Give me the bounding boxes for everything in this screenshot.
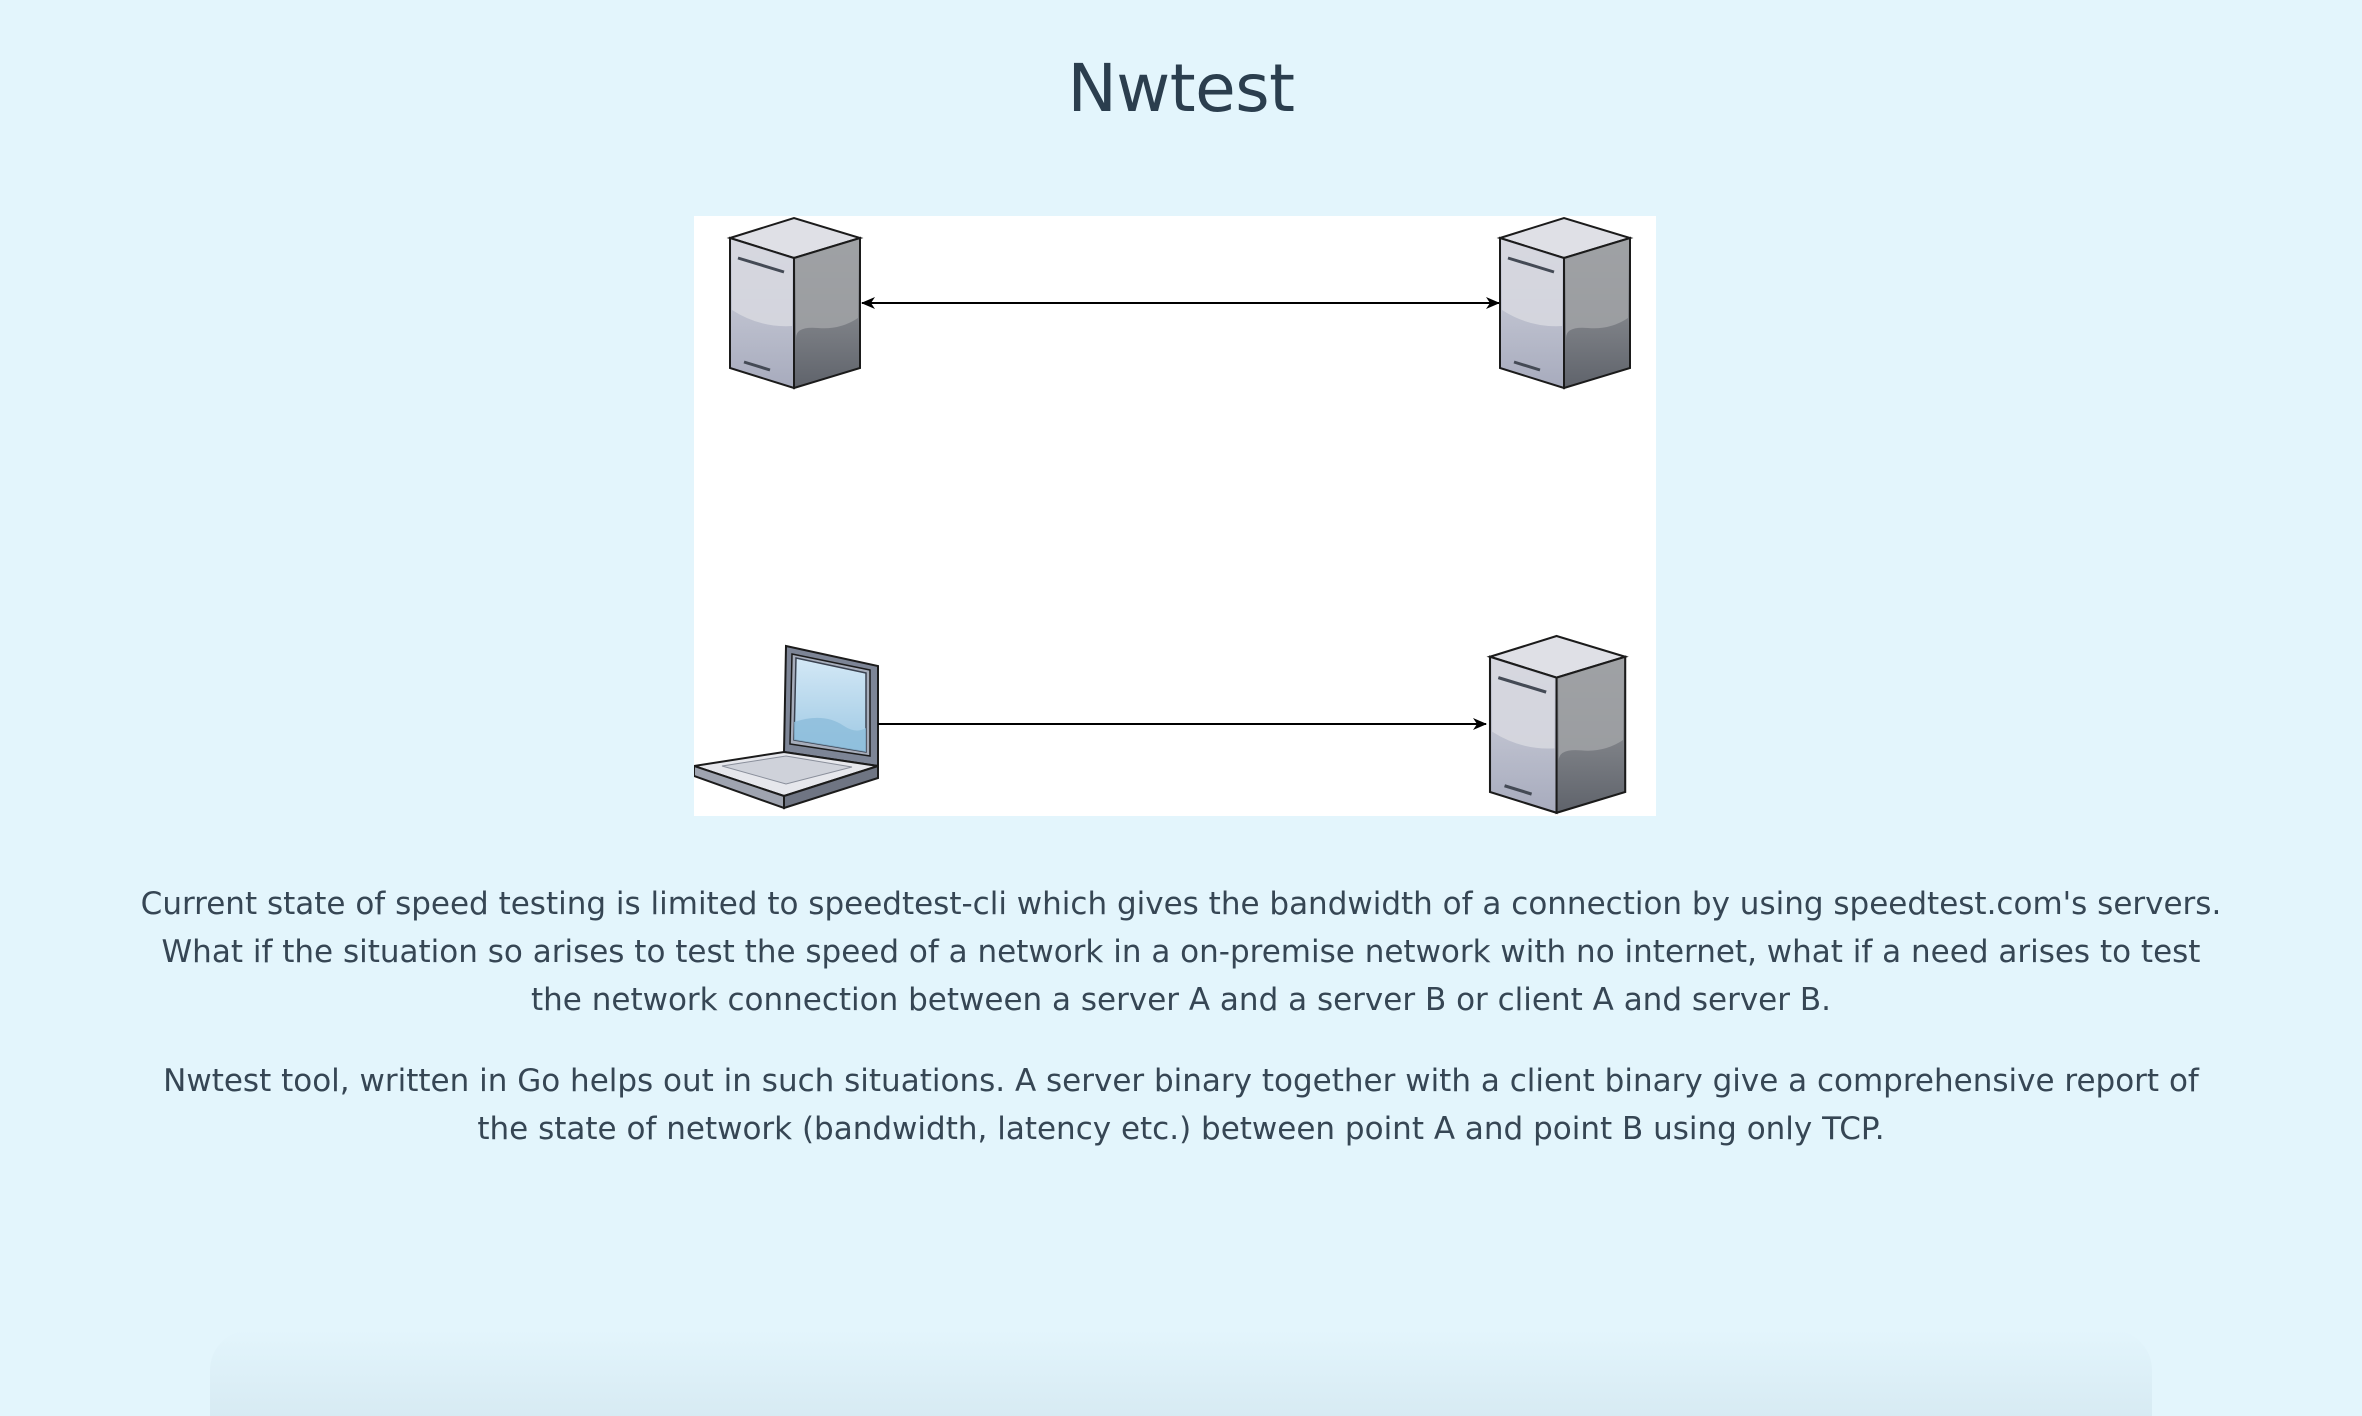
- page-title: Nwtest: [1067, 50, 1295, 127]
- server-icon: [728, 216, 862, 390]
- network-diagram: [694, 216, 1656, 816]
- server-icon: [1488, 634, 1627, 815]
- description-paragraph: Current state of speed testing is limite…: [140, 886, 2222, 1018]
- server-icon: [1498, 216, 1632, 390]
- footer-shadow: [210, 1330, 2152, 1416]
- description: Current state of speed testing is limite…: [140, 880, 2222, 1186]
- laptop-icon: [694, 644, 879, 810]
- description-paragraph: Nwtest tool, written in Go helps out in …: [163, 1063, 2199, 1147]
